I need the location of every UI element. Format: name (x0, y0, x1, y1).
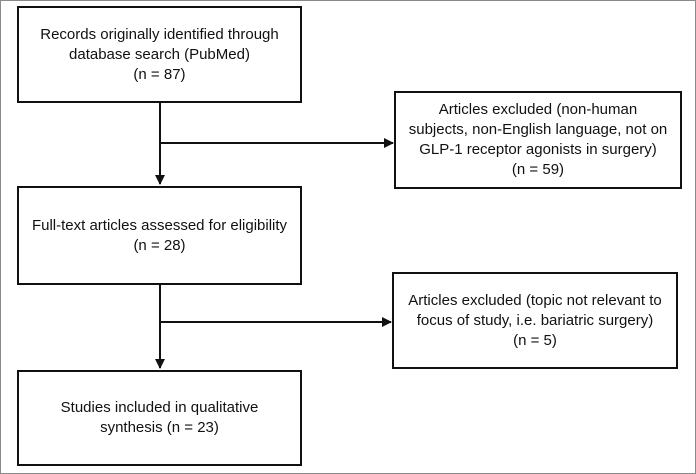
studies-included-box: Studies included in qualitative synthesi… (17, 370, 302, 466)
box-text-line: Studies included in qualitative (60, 399, 259, 416)
box-text-line: Full-text articles assessed for eligibil… (31, 216, 288, 234)
box-text-line: GLP-1 receptor agonists in surgery) (419, 141, 657, 158)
exclusion-box-2: Articles excluded (topic not relevant to… (392, 272, 678, 369)
exclusion-box-1: Articles excluded (non-human subjects, n… (394, 91, 682, 189)
box-text-line: (n = 28) (133, 236, 186, 254)
box-text-line: synthesis (n = 23) (100, 419, 219, 436)
box-text-line: Articles excluded (topic not relevant to (408, 291, 662, 309)
full-text-assessed-box: Full-text articles assessed for eligibil… (17, 186, 302, 285)
box-text-line: (n = 59) (511, 161, 565, 178)
box-text-line: (n = 5) (513, 331, 557, 349)
box-text-line: focus of study, i.e. bariatric surgery) (416, 311, 654, 329)
box-text-line: Records originally identified through (40, 25, 279, 43)
box-text-line: database search (PubMed) (69, 45, 250, 63)
box-text-line: subjects, non-English language, not on (408, 121, 668, 138)
box-text-line: Articles excluded (non-human (438, 101, 638, 118)
records-identified-box: Records originally identified through da… (17, 6, 302, 103)
box-text-line: (n = 87) (133, 65, 186, 83)
